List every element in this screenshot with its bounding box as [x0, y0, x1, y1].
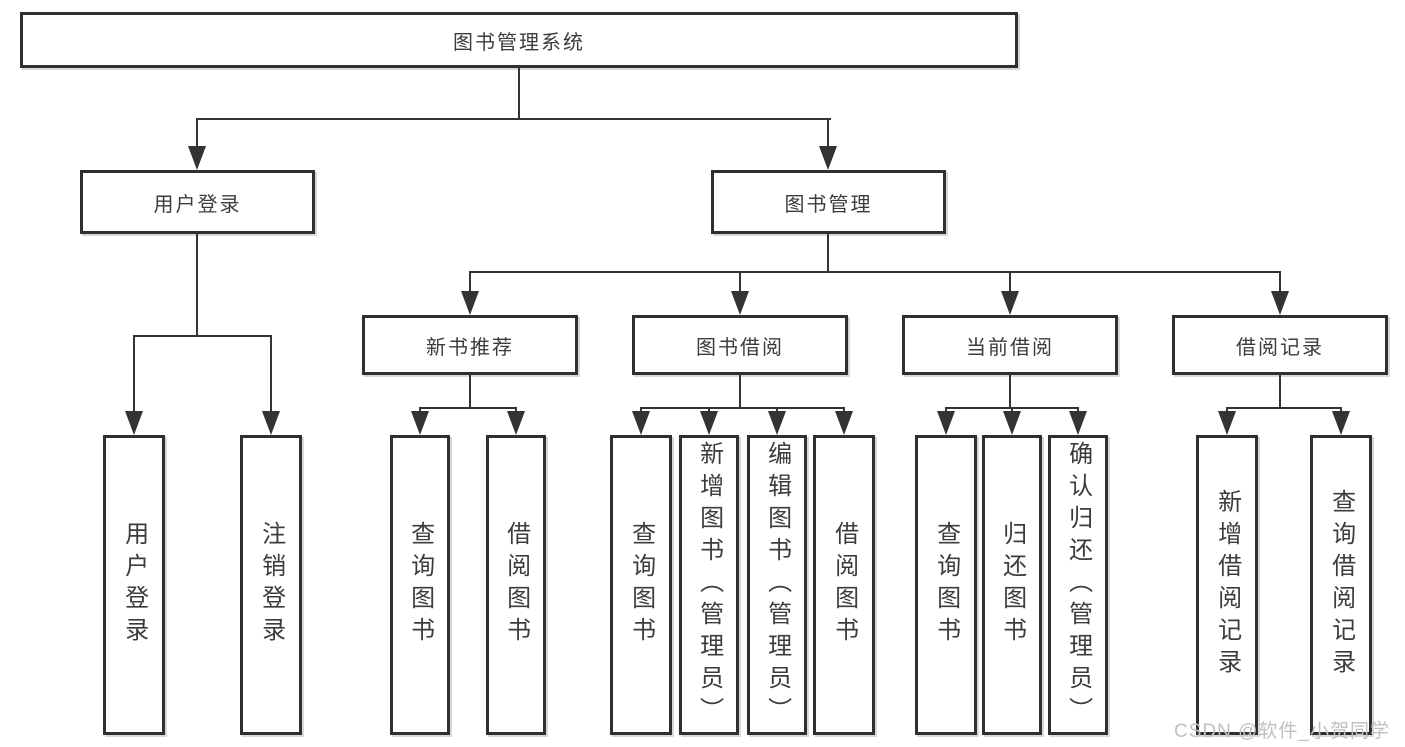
node-label: 用户登录	[120, 521, 148, 649]
connector-drop	[1009, 271, 1011, 293]
connector-stem	[518, 68, 520, 118]
node-new-book-recommend: 新书推荐	[362, 315, 578, 375]
arrowhead-down-icon	[125, 411, 143, 435]
arrowhead-down-icon	[188, 146, 206, 170]
node-book-management: 图书管理	[711, 170, 946, 234]
connector-branch	[419, 407, 517, 409]
node-label: 查询借阅记录	[1327, 489, 1355, 681]
node-label: 查询图书	[627, 521, 655, 649]
leaf-query-books-1: 查询图书	[390, 435, 450, 735]
node-label: 确认归还（管理员）	[1064, 441, 1092, 729]
arrowhead-down-icon	[835, 411, 853, 435]
connector-branch	[133, 335, 272, 337]
arrowhead-down-icon	[700, 411, 718, 435]
connector-stem	[1279, 375, 1281, 407]
leaf-borrow-books-2: 借阅图书	[813, 435, 875, 735]
leaf-borrow-books-1: 借阅图书	[486, 435, 546, 735]
node-label: 当前借阅	[966, 336, 1054, 359]
arrowhead-down-icon	[411, 411, 429, 435]
leaf-query-books-3: 查询图书	[915, 435, 977, 735]
leaf-logout: 注销登录	[240, 435, 302, 735]
arrowhead-down-icon	[1271, 291, 1289, 315]
csdn-watermark: CSDN @软件_小贺同学	[1174, 721, 1390, 742]
connector-branch	[640, 407, 845, 409]
connector-drop	[196, 118, 198, 148]
leaf-confirm-return-admin: 确认归还（管理员）	[1048, 435, 1108, 735]
connector-stem	[469, 375, 471, 407]
connector-drop	[270, 335, 272, 413]
node-current-borrowing: 当前借阅	[902, 315, 1118, 375]
arrowhead-down-icon	[632, 411, 650, 435]
node-label: 新书推荐	[426, 336, 514, 359]
leaf-query-borrow-record: 查询借阅记录	[1310, 435, 1372, 735]
connector-branch	[196, 118, 831, 120]
arrowhead-down-icon	[1069, 411, 1087, 435]
connector-stem	[739, 375, 741, 407]
connector-branch	[1226, 407, 1342, 409]
leaf-return-books: 归还图书	[982, 435, 1042, 735]
node-borrowing-records: 借阅记录	[1172, 315, 1388, 375]
node-label: 图书管理系统	[453, 31, 585, 54]
node-label: 注销登录	[257, 521, 285, 649]
connector-branch	[469, 271, 1281, 273]
arrowhead-down-icon	[731, 291, 749, 315]
connector-drop	[1279, 271, 1281, 293]
node-library-management-system: 图书管理系统	[20, 12, 1018, 68]
node-user-login: 用户登录	[80, 170, 315, 234]
node-label: 用户登录	[153, 193, 242, 216]
connector-stem	[827, 232, 829, 271]
node-label: 图书管理	[784, 193, 873, 216]
leaf-add-books-admin: 新增图书（管理员）	[679, 435, 739, 735]
connector-drop	[827, 118, 829, 148]
node-book-borrowing: 图书借阅	[632, 315, 848, 375]
node-label: 借阅图书	[830, 521, 858, 649]
connector-drop	[739, 271, 741, 293]
leaf-add-borrow-record: 新增借阅记录	[1196, 435, 1258, 735]
leaf-query-books-2: 查询图书	[610, 435, 672, 735]
node-label: 查询图书	[406, 521, 434, 649]
node-label: 借阅图书	[502, 521, 530, 649]
arrowhead-down-icon	[819, 146, 837, 170]
node-label: 图书借阅	[696, 336, 784, 359]
arrowhead-down-icon	[1001, 291, 1019, 315]
node-label: 新增图书（管理员）	[695, 441, 723, 729]
arrowhead-down-icon	[937, 411, 955, 435]
arrowhead-down-icon	[507, 411, 525, 435]
node-label: 编辑图书（管理员）	[763, 441, 791, 729]
connector-drop	[133, 335, 135, 413]
connector-stem	[196, 232, 198, 335]
connector-stem	[1009, 375, 1011, 407]
leaf-edit-books-admin: 编辑图书（管理员）	[747, 435, 807, 735]
arrowhead-down-icon	[461, 291, 479, 315]
node-label: 查询图书	[932, 521, 960, 649]
arrowhead-down-icon	[1003, 411, 1021, 435]
node-label: 借阅记录	[1236, 336, 1324, 359]
arrowhead-down-icon	[262, 411, 280, 435]
node-label: 归还图书	[998, 521, 1026, 649]
arrowhead-down-icon	[1332, 411, 1350, 435]
connector-drop	[469, 271, 471, 293]
node-label: 新增借阅记录	[1213, 489, 1241, 681]
arrowhead-down-icon	[1218, 411, 1236, 435]
arrowhead-down-icon	[768, 411, 786, 435]
leaf-user-login: 用户登录	[103, 435, 165, 735]
